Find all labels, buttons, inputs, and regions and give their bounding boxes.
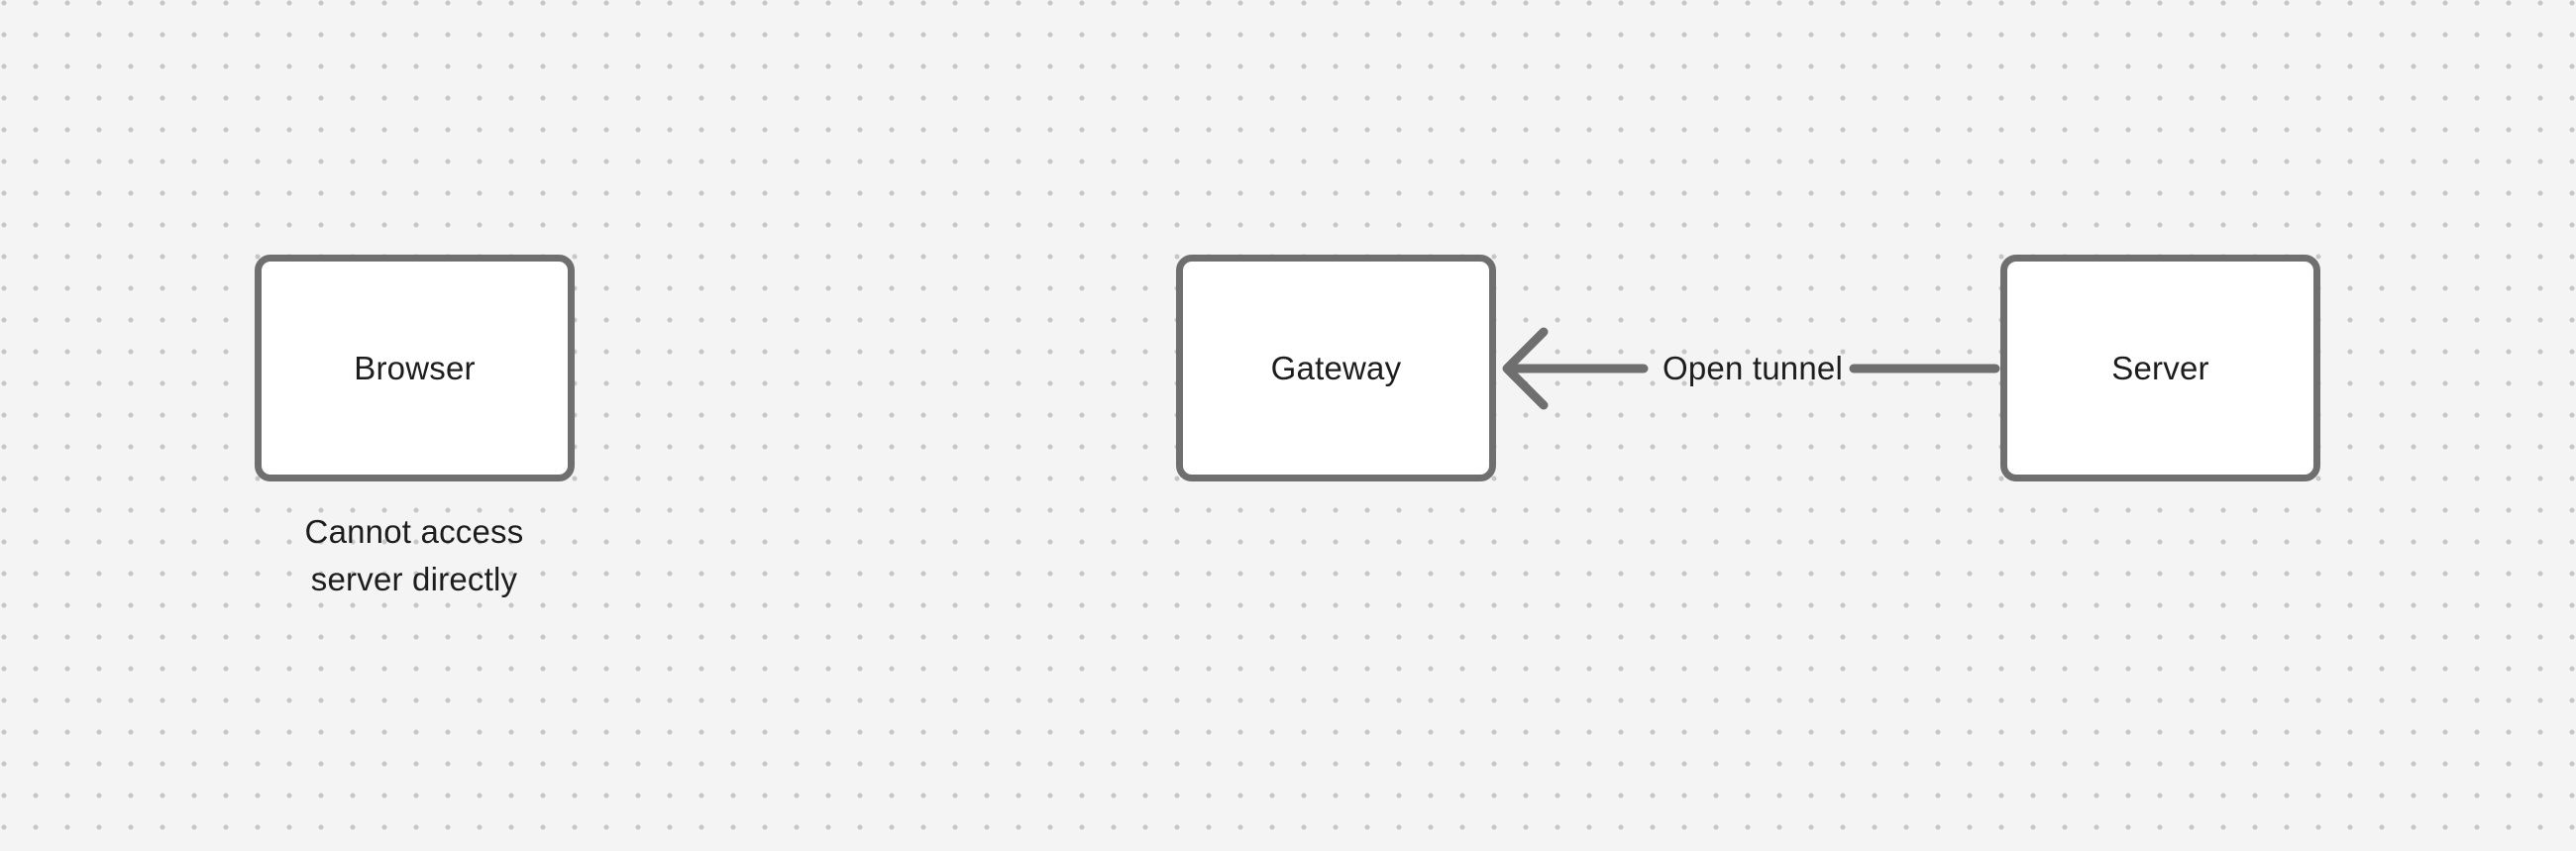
browser-caption-line-2: server directly (310, 561, 518, 597)
browser-node[interactable]: Browser (255, 255, 575, 481)
open-tunnel-label[interactable]: Open tunnel (1662, 350, 1843, 386)
server-node[interactable]: Server (2000, 255, 2320, 481)
browser-caption[interactable]: Cannot access server directly (191, 508, 637, 603)
server-node-label: Server (2111, 349, 2209, 386)
browser-node-label: Browser (354, 349, 476, 386)
open-tunnel-arrow[interactable] (1486, 319, 2011, 418)
arrowhead-left-icon (1502, 327, 1549, 410)
gateway-node[interactable]: Gateway (1176, 255, 1496, 481)
browser-caption-line-1: Cannot access (304, 513, 524, 550)
gateway-node-label: Gateway (1270, 349, 1402, 386)
